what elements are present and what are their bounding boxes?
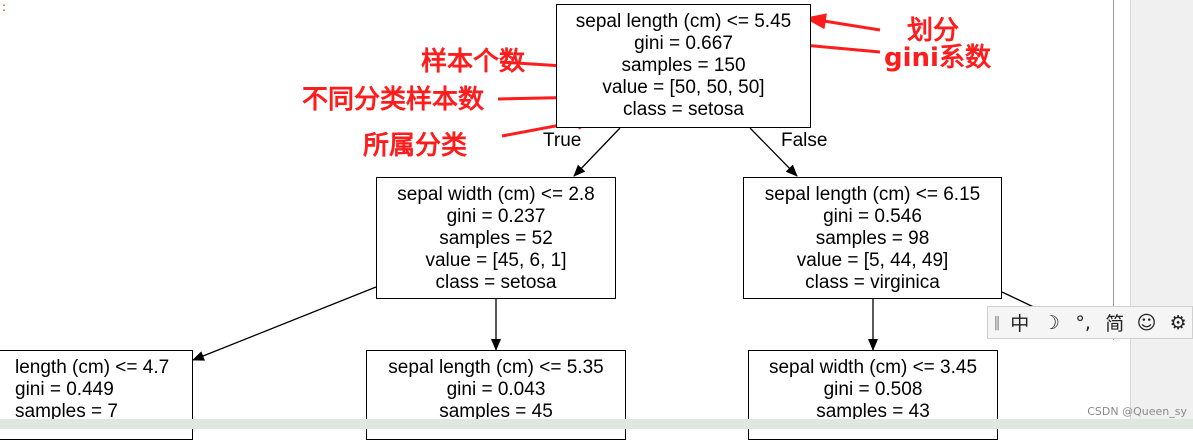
annotation-sample-count: 样本个数 [421,47,526,77]
edge-label-false: False [781,130,828,151]
node-line: class = setosa [435,272,557,293]
smile-icon[interactable]: ☺ [1136,311,1157,334]
node-line: gini = 0.237 [446,206,546,227]
node-line: samples = 52 [439,228,553,249]
node-line: gini = 0.667 [634,33,733,54]
node-line: gini = 0.508 [823,379,923,400]
annotation-split: 划分 [907,16,960,46]
node-line: value = [45, 6, 1] [425,250,567,271]
node-line: value = [50, 50, 50] [602,77,765,98]
node-line: samples = 150 [621,55,746,76]
node-line: sepal width (cm) <= 2.8 [397,184,595,205]
arrow-split [804,13,881,32]
node-line: samples = 7 [15,401,118,422]
right-panel [1130,0,1193,429]
node-line: sepal width (cm) <= 3.45 [768,357,978,378]
node-line: class = virginica [805,272,940,293]
punctuation-button[interactable]: °, [1075,311,1091,334]
viewer-border [1113,0,1114,340]
node-line: gini = 0.449 [15,379,114,400]
node-line: samples = 43 [816,401,930,422]
ime-grip-icon[interactable]: ‖ [993,314,1001,331]
annotation-belong-class: 所属分类 [363,131,468,161]
node-line: samples = 45 [439,401,553,422]
simplified-button[interactable]: 简 [1105,313,1125,335]
corner-mark: : [2,0,7,14]
tree-node-right: sepal length (cm) <= 6.15 gini = 0.546 s… [743,177,1002,299]
gear-icon[interactable]: ⚙ [1169,311,1187,334]
node-line: length (cm) <= 4.7 [15,357,170,378]
ime-language-button[interactable]: 中 [1010,313,1030,335]
moon-icon[interactable]: ☽ [1042,311,1060,334]
node-line: gini = 0.043 [446,379,546,400]
node-line: samples = 98 [815,228,930,249]
annotation-class-sample-count: 不同分类样本数 [302,85,485,115]
node-line: gini = 0.546 [823,206,922,227]
edge-root-right [749,127,798,177]
tree-node-left: sepal width (cm) <= 2.8 gini = 0.237 sam… [376,177,616,299]
edge-left-leftleft [192,286,377,361]
node-line: sepal length (cm) <= 6.15 [764,184,981,205]
edge-root-left [573,127,621,177]
edge-label-true: True [543,130,582,151]
tree-node-root: sepal length (cm) <= 5.45 gini = 0.667 s… [556,4,811,128]
annotation-gini: gini系数 [884,43,991,73]
node-line: class = setosa [623,99,744,120]
node-line: value = [5, 44, 49] [796,250,949,271]
node-line: sepal length (cm) <= 5.35 [388,357,604,378]
node-line: sepal length (cm) <= 5.45 [575,11,792,32]
taskbar [0,419,1193,429]
watermark: CSDN @Queen_sy [1087,405,1187,418]
ime-toolbar[interactable]: ‖ 中 ☽ °, 简 ☺ ⚙ [987,306,1193,339]
